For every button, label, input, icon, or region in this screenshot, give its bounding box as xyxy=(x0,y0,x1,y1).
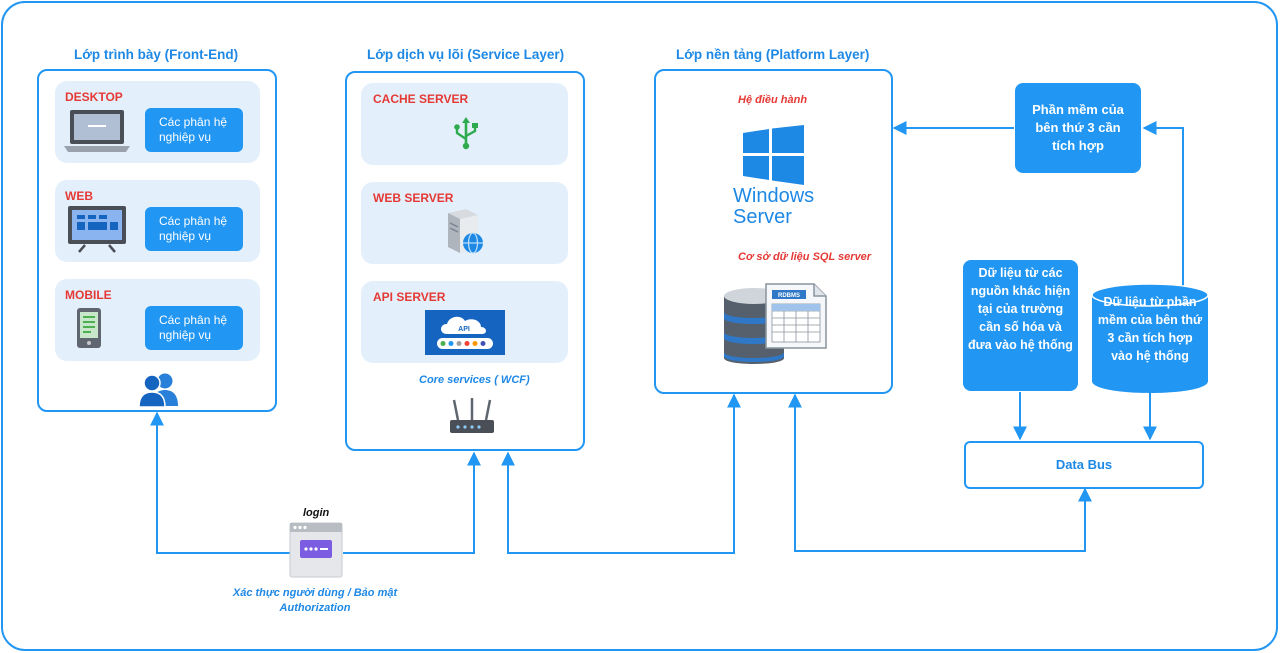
router-icon xyxy=(450,398,494,433)
third-party-data-text: Dữ liệu từ phần mềm của bên thứ 3 cần tí… xyxy=(1097,295,1203,363)
panel-desktop-label: DESKTOP xyxy=(65,90,123,104)
panel-mobile-label: MOBILE xyxy=(65,288,112,302)
monitor-icon xyxy=(68,206,126,253)
arrow-databus-to-platform xyxy=(788,393,1092,552)
usb-icon xyxy=(454,117,478,150)
laptop-icon xyxy=(64,110,130,152)
login-window-icon[interactable] xyxy=(289,522,343,578)
arrow-login-to-frontend xyxy=(150,411,290,554)
rdbms-text: RDBMS xyxy=(778,293,800,299)
platform-title: Lớp nền tảng (Platform Layer) xyxy=(676,47,870,62)
digitized-data-text: Dữ liệu từ các nguồn khác hiện tại của t… xyxy=(968,266,1073,352)
mobile-phone-icon xyxy=(77,308,101,348)
api-server-label: API SERVER xyxy=(373,290,446,304)
windows-wordmark-line2: Server xyxy=(733,206,792,228)
mobile-modules-button[interactable]: Các phân hệ nghiệp vụ xyxy=(145,306,243,350)
arrow-service-platform xyxy=(501,393,741,554)
arrow-cylinder-to-thirdparty xyxy=(1142,121,1184,287)
cache-server-label: CACHE SERVER xyxy=(373,92,469,106)
auth-caption-line2: Authorization xyxy=(279,602,351,614)
digitized-data-card[interactable]: Dữ liệu từ các nguồn khác hiện tại của t… xyxy=(963,260,1078,391)
windows-logo-icon xyxy=(743,125,804,185)
web-server-icon xyxy=(448,209,483,254)
desktop-modules-button[interactable]: Các phân hệ nghiệp vụ xyxy=(145,108,243,152)
windows-wordmark-line1: Windows xyxy=(733,185,815,207)
third-party-software-text: Phần mềm của bên thứ 3 cần tích hợp xyxy=(1032,102,1124,153)
arrow-login-to-service xyxy=(343,451,481,554)
auth-caption: Xác thực người dùng / Bảo mật Authorizat… xyxy=(219,586,411,616)
db-label: Cơ sở dữ liệu SQL server xyxy=(738,251,872,263)
third-party-software-card[interactable]: Phần mềm của bên thứ 3 cần tích hợp xyxy=(1015,83,1141,173)
data-bus[interactable]: Data Bus xyxy=(964,441,1204,489)
login-label: login xyxy=(303,507,330,519)
service-title: Lớp dịch vụ lõi (Service Layer) xyxy=(367,47,565,62)
windows-server-wordmark: Windows Server xyxy=(733,186,814,228)
frontend-title: Lớp trình bày (Front-End) xyxy=(74,47,239,62)
api-cloud-icon: API xyxy=(425,310,505,355)
database-icon: RDBMS xyxy=(724,283,827,364)
panel-cache-server xyxy=(361,83,568,165)
os-label: Hệ điều hành xyxy=(738,94,808,106)
panel-web-label: WEB xyxy=(65,189,93,203)
users-icon xyxy=(138,373,178,408)
api-cloud-text: API xyxy=(458,326,470,333)
web-server-label: WEB SERVER xyxy=(373,191,454,205)
auth-caption-line1: Xác thực người dùng / Bảo mật xyxy=(232,587,398,599)
web-modules-button[interactable]: Các phân hệ nghiệp vụ xyxy=(145,207,243,251)
third-party-data-cylinder xyxy=(1091,283,1209,393)
core-services-label: Core services ( WCF) xyxy=(419,374,530,386)
